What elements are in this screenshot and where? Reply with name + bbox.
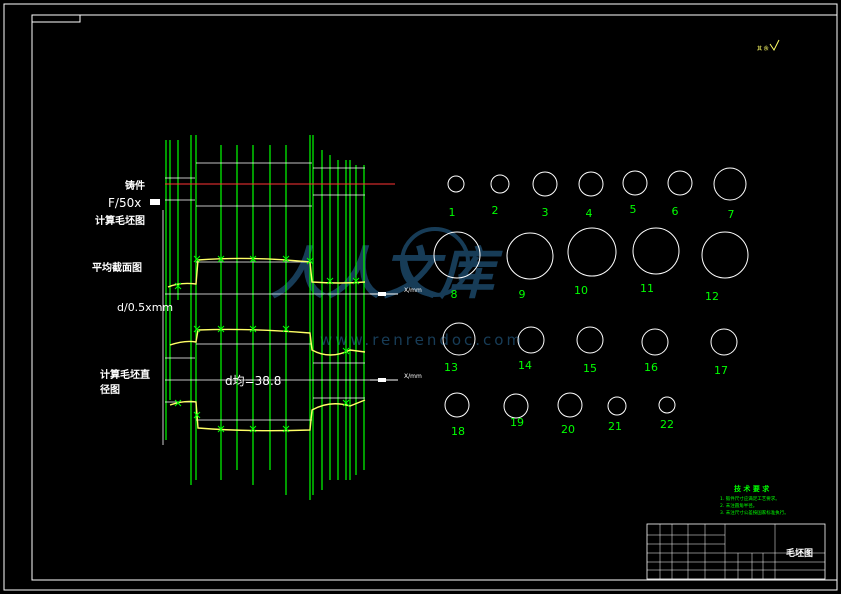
notes-line-1: 1. 锻件尺寸应满足工艺要求。 <box>720 495 780 502</box>
section-circle-10 <box>567 227 617 277</box>
section-circle-6 <box>667 170 693 196</box>
section-circle-5 <box>622 170 648 196</box>
section-label-6: 6 <box>672 205 679 218</box>
section-circle-22 <box>658 396 676 414</box>
notes-line-2: 2. 未注圆角半径。 <box>720 502 757 509</box>
section-circle-17 <box>710 328 738 356</box>
label-casting: 铸件 <box>125 179 145 192</box>
section-circle-15 <box>576 326 604 354</box>
section-circle-1 <box>447 175 465 193</box>
section-label-11: 11 <box>640 282 654 295</box>
section-label-1: 1 <box>449 206 456 219</box>
section-label-7: 7 <box>728 208 735 221</box>
section-circle-3 <box>532 171 558 197</box>
roughness-label: 其 余 <box>757 45 769 52</box>
roughness-symbol: 其 余 <box>757 39 780 52</box>
section-circle-9 <box>506 232 554 280</box>
section-label-18: 18 <box>451 425 465 438</box>
label-x-mm-2: X/mm <box>404 373 422 380</box>
section-label-14: 14 <box>518 359 532 372</box>
section-label-3: 3 <box>542 206 549 219</box>
label-x-mm-1: X/mm <box>404 287 422 294</box>
outline-lines <box>165 162 370 421</box>
section-circle-2 <box>490 174 510 194</box>
section-label-8: 8 <box>451 288 458 301</box>
x-axis-arrow-2 <box>370 378 398 382</box>
section-circle-8 <box>433 231 481 279</box>
label-d-avg: d均=38.8 <box>225 374 281 388</box>
section-circle-18 <box>444 392 470 418</box>
section-label-10: 10 <box>574 284 588 297</box>
label-avg-section: 平均截面图 <box>92 261 142 274</box>
x-marks <box>174 255 360 433</box>
section-label-2: 2 <box>492 204 499 217</box>
notes-title: 技 术 要 求 <box>734 484 770 493</box>
label-d-scale: d/0.5xmm <box>117 301 173 314</box>
section-label-4: 4 <box>586 207 593 220</box>
section-label-15: 15 <box>583 362 597 375</box>
section-label-12: 12 <box>705 290 719 303</box>
watermark-title: 人人文库 <box>270 242 503 307</box>
drawing-name: 毛坯图 <box>786 547 813 559</box>
label-calc-blank-dia-1: 计算毛坯直 <box>100 368 150 381</box>
section-label-22: 22 <box>660 418 674 431</box>
section-label-16: 16 <box>644 361 658 374</box>
scale-block <box>150 199 160 205</box>
section-circle-19 <box>503 393 529 419</box>
notes-line-3: 3. 未注尺寸公差按国家标准执行。 <box>720 509 789 516</box>
section-circle-4 <box>578 171 604 197</box>
section-circle-21 <box>607 396 627 416</box>
watermark-url: www.renrendoc.com <box>320 331 524 349</box>
section-circle-14 <box>517 326 545 354</box>
watermark-ring <box>400 227 470 297</box>
section-circle-16 <box>641 328 669 356</box>
section-circle-11 <box>632 227 680 275</box>
x-axis-arrow-1 <box>370 292 398 296</box>
title-block: 毛坯图 <box>646 523 826 580</box>
watermark: 人人文库 www.renrendoc.com <box>270 227 524 349</box>
label-calc-blank: 计算毛坯图 <box>95 214 145 227</box>
section-circle-13 <box>442 322 476 356</box>
section-circle-7 <box>713 167 747 201</box>
section-circle-20 <box>557 392 583 418</box>
section-label-21: 21 <box>608 420 622 433</box>
section-label-20: 20 <box>561 423 575 436</box>
label-force-scale: F/50x <box>108 196 141 210</box>
section-label-17: 17 <box>714 364 728 377</box>
label-calc-blank-dia-2: 径图 <box>100 383 120 396</box>
section-label-9: 9 <box>519 288 526 301</box>
section-circle-12 <box>701 231 749 279</box>
inner-frame <box>31 14 838 581</box>
blank-diagram: 铸件 F/50x 计算毛坯图 平均截面图 d/0.5xmm 计算毛坯直 径图 d… <box>92 135 422 500</box>
technical-notes: 技 术 要 求 1. 锻件尺寸应满足工艺要求。 2. 未注圆角半径。 3. 未注… <box>720 484 789 516</box>
section-lines <box>165 135 365 500</box>
section-label-19: 19 <box>510 416 524 429</box>
section-label-5: 5 <box>630 203 637 216</box>
section-label-13: 13 <box>444 361 458 374</box>
corner-tag-box <box>31 14 81 23</box>
